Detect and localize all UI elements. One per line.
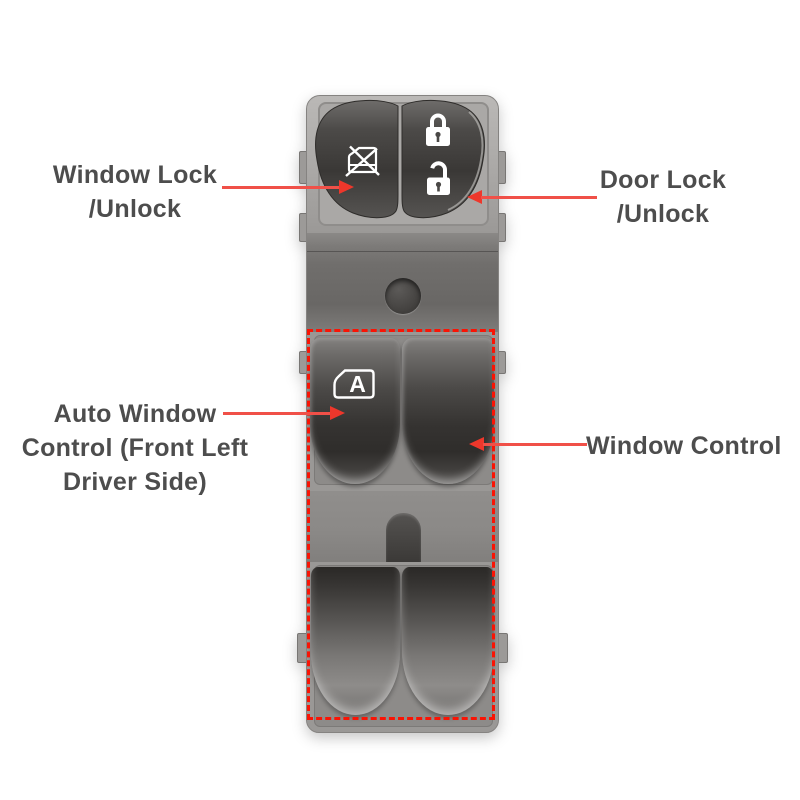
- auto-window-arrowhead-icon: [330, 406, 345, 420]
- lock-rocker-switch: [315, 99, 485, 219]
- window-control-label-line1: Window Control: [586, 432, 782, 460]
- window-control-label: Window Control: [586, 429, 800, 463]
- screw-hole: [385, 278, 421, 314]
- window-lock-icon: [345, 145, 380, 177]
- auto-button-letter: A: [349, 371, 366, 397]
- door-lock-label: Door Lock /Unlock: [572, 163, 754, 231]
- door-lock-arrow-line: [481, 196, 597, 199]
- rear-left-window-button: [311, 567, 400, 715]
- door-lock-label-line1: Door Lock: [599, 166, 727, 194]
- padlock-open-icon: [427, 161, 450, 195]
- window-lock-label-line1: Window Lock: [52, 161, 218, 189]
- front-left-window-button: [310, 338, 400, 484]
- auto-window-a-icon: A: [332, 368, 376, 400]
- rear-right-window-button: [402, 567, 494, 715]
- door-lock-label-line2: /Unlock: [616, 200, 710, 228]
- auto-window-label-line2: Control (Front Left: [21, 434, 249, 462]
- front-right-window-button: [402, 338, 494, 484]
- center-tab: [386, 513, 421, 562]
- window-lock-label-line2: /Unlock: [88, 195, 182, 223]
- auto-window-label-line3: Driver Side): [63, 468, 207, 496]
- panel-seam: [307, 251, 498, 252]
- padlock-closed-icon: [426, 113, 450, 146]
- window-lock-arrowhead-icon: [339, 180, 354, 194]
- auto-window-label-line1: Auto Window: [53, 400, 217, 428]
- window-lock-arrow-line: [222, 186, 340, 189]
- window-lock-label: Window Lock /Unlock: [28, 158, 242, 226]
- auto-window-label: Auto Window Control (Front Left Driver S…: [10, 397, 260, 499]
- door-lock-arrowhead-icon: [467, 190, 482, 204]
- window-control-arrowhead-icon: [469, 437, 484, 451]
- window-control-arrow-line: [483, 443, 587, 446]
- auto-window-arrow-line: [223, 412, 331, 415]
- window-control-highlight-outline: [307, 329, 495, 720]
